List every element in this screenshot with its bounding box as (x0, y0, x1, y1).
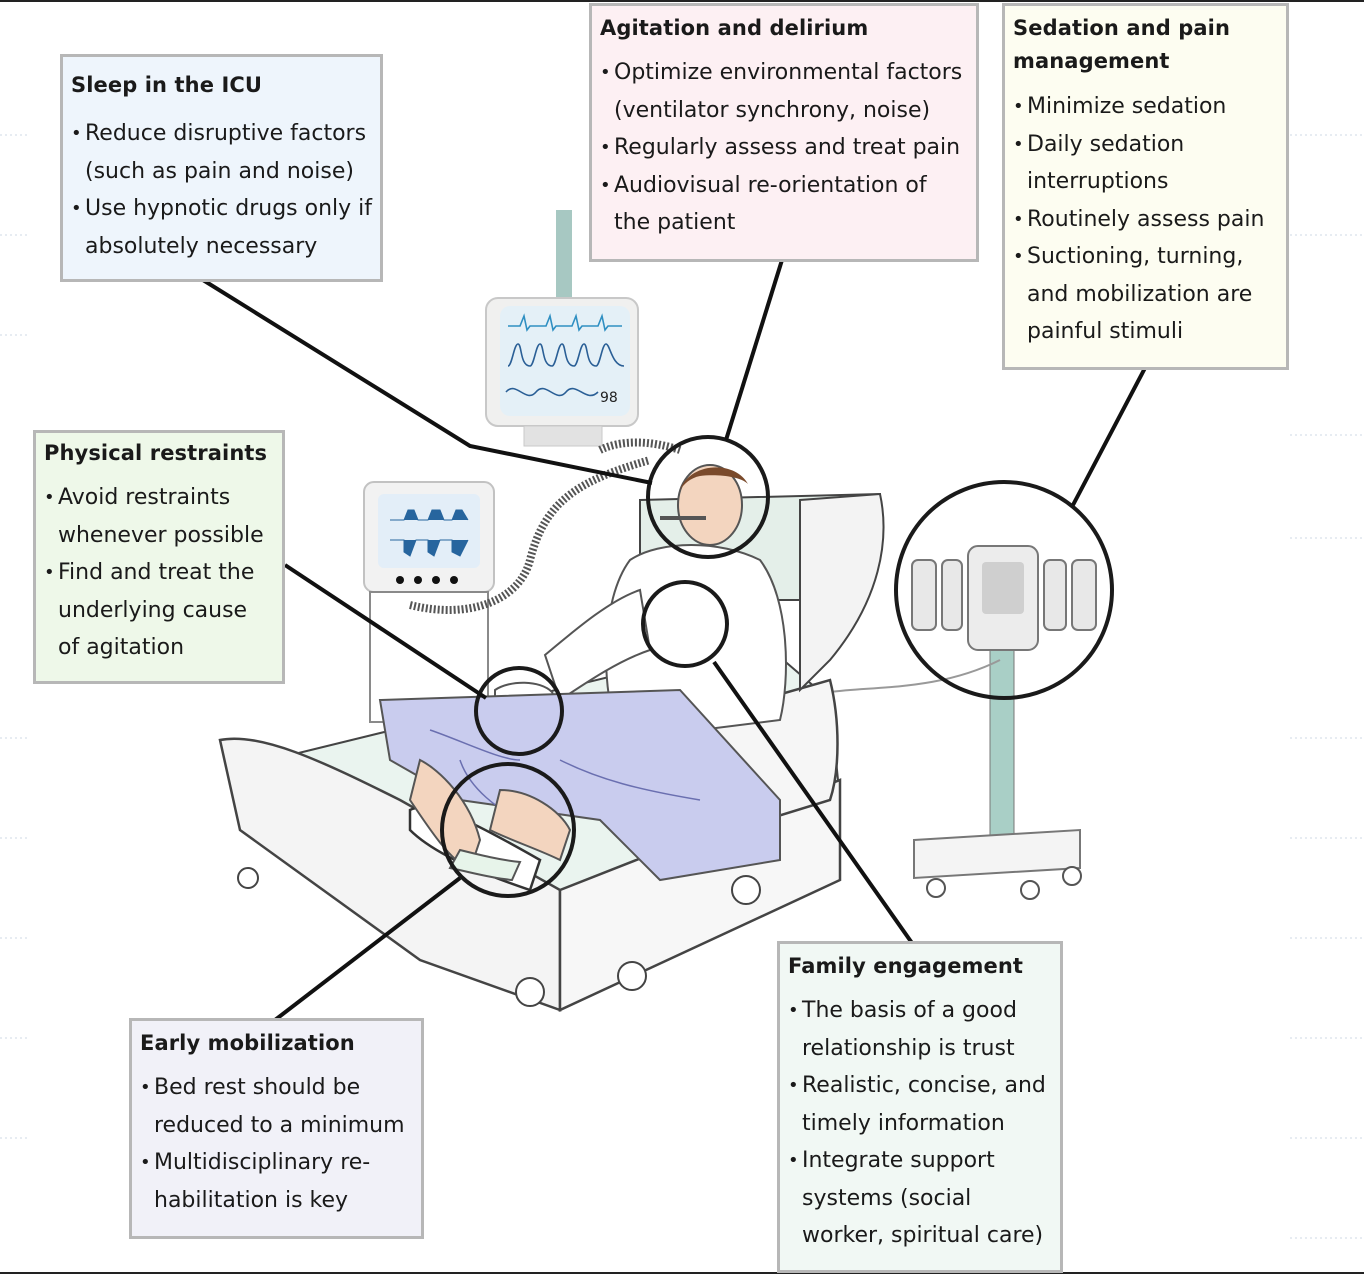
list-item: Find and treat the underlying cause of a… (44, 554, 274, 667)
family-leader-line (712, 660, 914, 945)
top-rule (0, 0, 1364, 2)
agitation-delirium-box: Agitation and delirium Optimize environm… (589, 3, 979, 262)
list-item: Suctioning, turning, and mobilization ar… (1013, 238, 1278, 351)
mobilization-list: Bed rest should be reduced to a minimum … (140, 1069, 413, 1219)
sleep-in-icu-box: Sleep in the ICU Reduce disruptive facto… (60, 54, 383, 282)
list-item: The basis of a good relationship is trus… (788, 992, 1052, 1067)
list-item: Reduce disruptive factors (such as pain … (71, 115, 372, 190)
list-item: Use hypnotic drugs only if absolutely ne… (71, 190, 372, 265)
list-item: Integrate support systems (social worker… (788, 1142, 1052, 1255)
family-list: The basis of a good relationship is trus… (788, 992, 1052, 1255)
patient (378, 464, 787, 882)
list-item: Routinely assess pain (1013, 201, 1278, 239)
sleep-title: Sleep in the ICU (71, 73, 263, 97)
ventilator (363, 481, 495, 723)
chest-highlight-circle (641, 580, 729, 668)
restraints-list: Avoid restraints whenever possible Find … (44, 479, 274, 667)
restraints-title: Physical restraints (44, 441, 268, 465)
background-guides (0, 134, 1364, 1239)
sleep-leader-line (201, 278, 653, 485)
spo2-value: 98 (600, 390, 618, 406)
list-item: Avoid restraints whenever possible (44, 479, 274, 554)
sedation-pain-box: Sedation and pain management Minimize se… (1002, 3, 1289, 370)
list-item: Daily sedation interruptions (1013, 126, 1278, 201)
feet-highlight-circle (440, 762, 576, 898)
mobilization-title: Early mobilization (140, 1031, 355, 1055)
mobilization-leader-line (273, 876, 462, 1022)
family-engagement-box: Family engagement The basis of a good re… (777, 941, 1063, 1273)
list-item: Realistic, concise, and timely informati… (788, 1067, 1052, 1142)
head-highlight-circle (646, 435, 770, 559)
infusion-pump-stand (829, 545, 1097, 900)
list-item: Multidisciplinary re-habilitation is key (140, 1144, 413, 1219)
bottom-rule (0, 1272, 1364, 1274)
highlight-circles (440, 435, 1114, 898)
hand-highlight-circle (474, 666, 564, 756)
list-item: Bed rest should be reduced to a minimum (140, 1069, 413, 1144)
agitation-title: Agitation and delirium (600, 16, 869, 40)
pump-highlight-circle (894, 480, 1114, 700)
agitation-leader-line (724, 259, 784, 441)
sleep-list: Reduce disruptive factors (such as pain … (71, 115, 372, 265)
agitation-list: Optimize environmental factors (ventilat… (600, 54, 968, 242)
list-item: Regularly assess and treat pain (600, 129, 968, 167)
sedation-title: Sedation and pain management (1013, 16, 1231, 73)
early-mobilization-box: Early mobilization Bed rest should be re… (129, 1018, 424, 1239)
family-title: Family engagement (788, 954, 1024, 978)
leader-lines (201, 259, 1147, 1022)
physical-restraints-box: Physical restraints Avoid restraints whe… (33, 430, 285, 684)
list-item: Optimize environmental factors (ventilat… (600, 54, 968, 129)
vital-signs-monitor: 98 (485, 210, 639, 447)
list-item: Audiovisual re-orientation of the patien… (600, 167, 968, 242)
restraint-leader-line (283, 563, 488, 700)
sedation-list: Minimize sedation Daily sedation interru… (1013, 88, 1278, 351)
sedation-leader-line (1071, 367, 1147, 506)
list-item: Minimize sedation (1013, 88, 1278, 126)
